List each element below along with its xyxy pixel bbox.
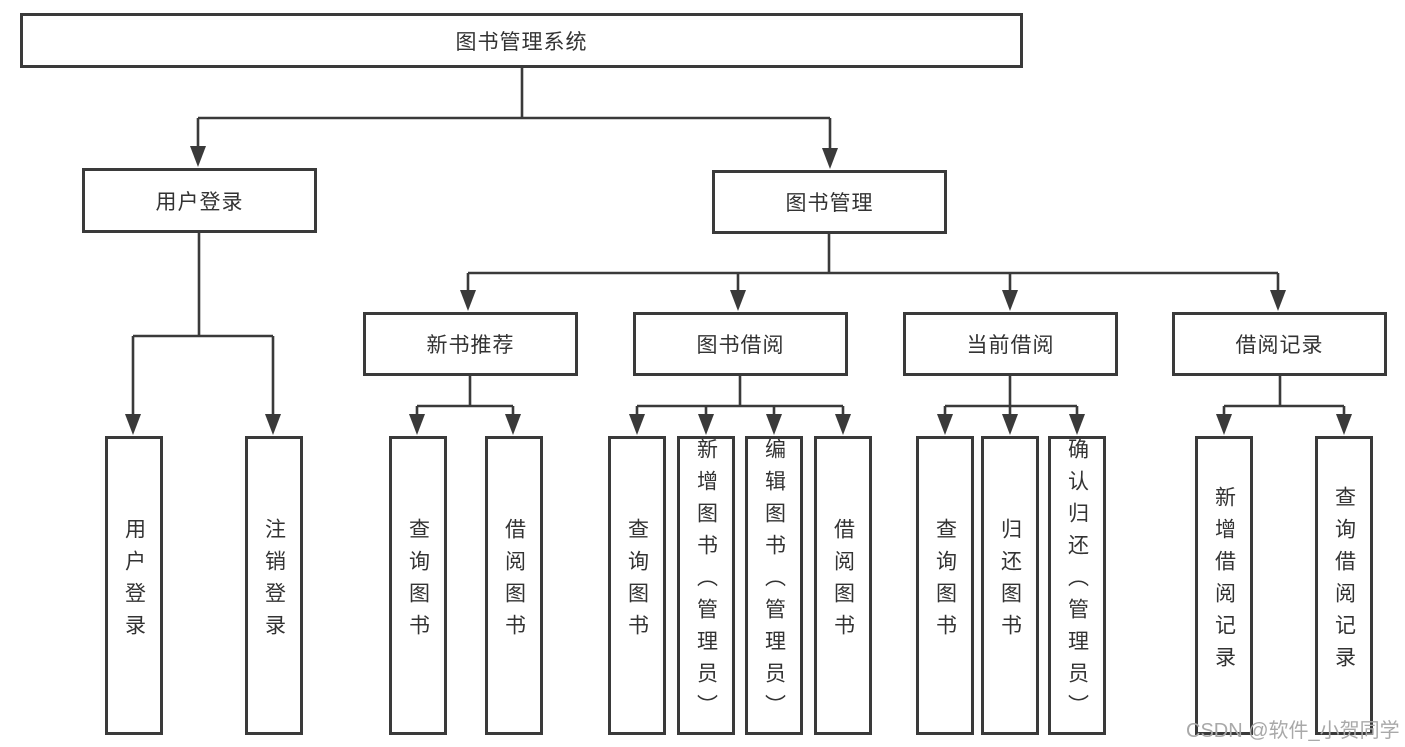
leaf-add-book-admin: 新增图书（管理员）: [677, 436, 735, 735]
node-book-management-label: 图书管理: [785, 192, 874, 215]
connector-root-to-level2: [196, 68, 832, 150]
node-root-label: 图书管理系统: [455, 30, 588, 54]
leaf-borrow-book-recommend-label: 借阅图书: [502, 517, 526, 646]
leaf-user-login: 用户登录: [105, 436, 163, 735]
leaf-query-book: 查询图书: [608, 436, 666, 735]
leaf-edit-book-admin: 编辑图书（管理员）: [745, 436, 803, 735]
leaf-logout-label: 注销登录: [262, 517, 286, 646]
leaf-borrow-book-label: 借阅图书: [831, 517, 855, 646]
node-book-borrow: 图书借阅: [633, 312, 848, 376]
leaf-query-book-recommend-label: 查询图书: [406, 517, 430, 646]
node-new-book-recommend: 新书推荐: [363, 312, 578, 376]
node-current-borrow-label: 当前借阅: [966, 334, 1055, 357]
leaf-confirm-return-admin: 确认归还（管理员）: [1048, 436, 1106, 735]
leaf-return-book: 归还图书: [981, 436, 1039, 735]
leaf-query-borrow-record-label: 查询借阅记录: [1332, 485, 1356, 678]
node-user-login-label: 用户登录: [155, 190, 244, 214]
leaf-query-book-recommend: 查询图书: [389, 436, 447, 735]
leaf-add-book-admin-label: 新增图书（管理员）: [694, 437, 718, 726]
arrowheads: [125, 146, 1352, 435]
connector-borrow-record-children: [1222, 376, 1346, 416]
node-user-login: 用户登录: [82, 168, 317, 233]
connector-book-borrow-children: [635, 376, 845, 416]
leaf-add-borrow-record: 新增借阅记录: [1195, 436, 1253, 735]
node-root: 图书管理系统: [20, 13, 1023, 68]
leaf-add-borrow-record-label: 新增借阅记录: [1212, 485, 1236, 678]
node-book-management: 图书管理: [712, 170, 947, 234]
leaf-query-book-label: 查询图书: [625, 517, 649, 646]
leaf-user-login-label: 用户登录: [122, 517, 146, 646]
leaf-return-book-label: 归还图书: [998, 517, 1022, 646]
leaf-confirm-return-admin-label: 确认归还（管理员）: [1065, 437, 1089, 726]
connector-new-book-children: [415, 376, 515, 416]
leaf-logout: 注销登录: [245, 436, 303, 735]
leaf-query-current-borrow: 查询图书: [916, 436, 974, 735]
connector-book-management-to-level3: [466, 234, 1280, 292]
leaf-query-current-borrow-label: 查询图书: [933, 517, 957, 646]
csdn-watermark: CSDN @软件_小贺同学: [1186, 720, 1400, 742]
node-new-book-recommend-label: 新书推荐: [426, 334, 515, 357]
leaf-query-borrow-record: 查询借阅记录: [1315, 436, 1373, 735]
node-borrow-record: 借阅记录: [1172, 312, 1387, 376]
leaf-edit-book-admin-label: 编辑图书（管理员）: [762, 437, 786, 726]
connector-current-borrow-children: [943, 376, 1079, 416]
leaf-borrow-book: 借阅图书: [814, 436, 872, 735]
leaf-borrow-book-recommend: 借阅图书: [485, 436, 543, 735]
connector-user-login-children: [131, 233, 275, 416]
node-borrow-record-label: 借阅记录: [1235, 334, 1324, 357]
node-book-borrow-label: 图书借阅: [696, 334, 785, 357]
node-current-borrow: 当前借阅: [903, 312, 1118, 376]
